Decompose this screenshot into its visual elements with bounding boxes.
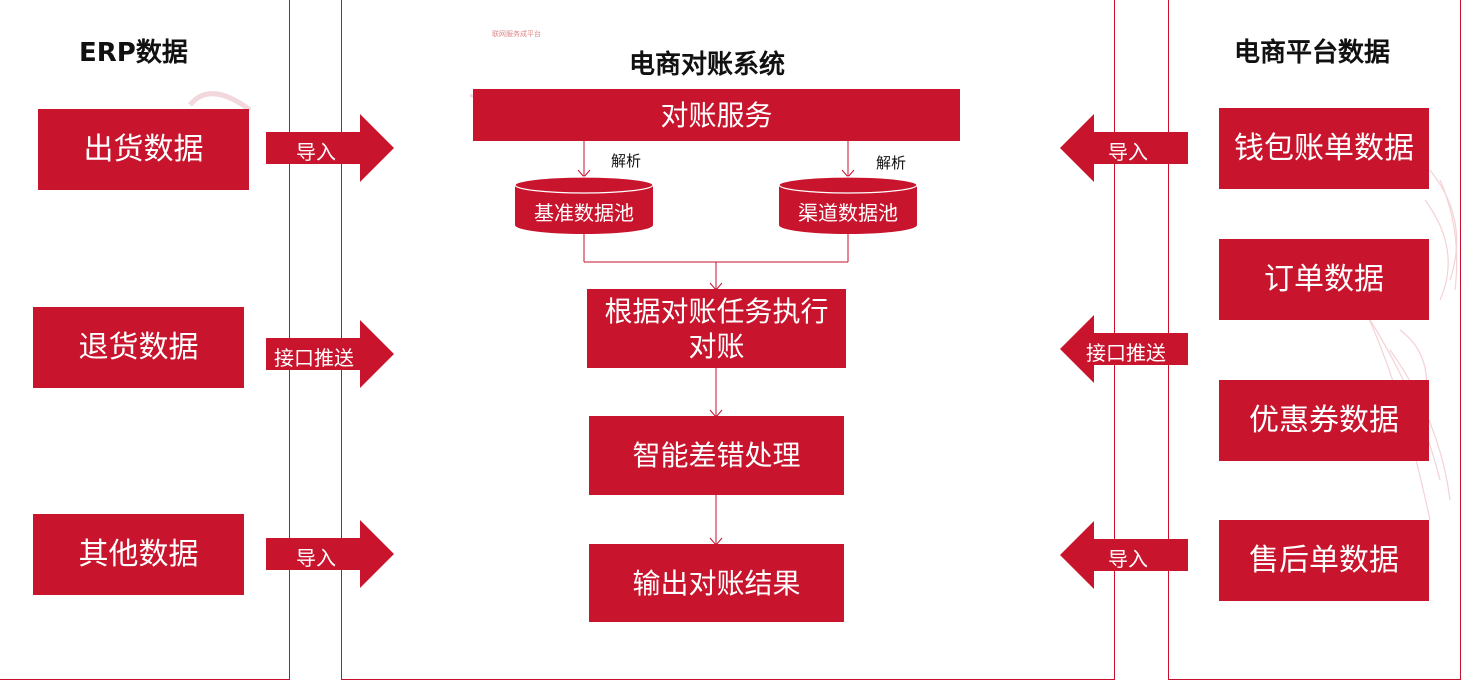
benchmark-data-pool: 基准数据池 <box>514 176 654 236</box>
platform-arrow-label: 导入 <box>1108 547 1148 571</box>
erp-arrow-import-1: 导入 <box>266 114 394 182</box>
faint-caption: 联网服务成平台 <box>492 30 541 38</box>
channel-data-pool: 渠道数据池 <box>778 176 918 236</box>
platform-item-aftersale: 售后单数据 <box>1219 520 1429 601</box>
output-result-box: 输出对账结果 <box>589 544 844 622</box>
execute-reconcile-box: 根据对账任务执行对账 <box>587 289 846 368</box>
parse-label-right: 解析 <box>876 154 907 172</box>
system-title: 电商对账系统 <box>629 50 786 80</box>
erp-arrow-label: 导入 <box>296 546 336 570</box>
erp-arrow-label: 接口推送 <box>274 346 354 370</box>
parse-label-left: 解析 <box>611 152 642 170</box>
erp-item-return: 退货数据 <box>33 307 244 388</box>
database-icon <box>778 176 918 234</box>
pool-label: 基准数据池 <box>534 201 634 225</box>
erp-arrow-import-2: 导入 <box>266 520 394 588</box>
platform-arrow-label: 导入 <box>1108 140 1148 164</box>
platform-arrow-import-2: 导入 <box>1060 521 1188 589</box>
platform-item-order: 订单数据 <box>1219 239 1429 320</box>
platform-item-wallet: 钱包账单数据 <box>1219 108 1429 189</box>
erp-item-shipment: 出货数据 <box>38 109 249 190</box>
platform-item-coupon: 优惠券数据 <box>1219 380 1429 461</box>
platform-title: 电商平台数据 <box>1234 38 1391 68</box>
erp-arrow-label: 导入 <box>296 140 336 164</box>
erp-arrow-push: 接口推送 <box>266 320 394 388</box>
erp-title: ERP数据 <box>79 38 188 68</box>
platform-arrow-label: 接口推送 <box>1086 341 1166 365</box>
platform-arrow-push: 接口推送 <box>1060 315 1188 383</box>
reconcile-service-bar: 对账服务 <box>473 89 960 141</box>
platform-arrow-import-1: 导入 <box>1060 114 1188 182</box>
erp-item-other: 其他数据 <box>33 514 244 595</box>
smart-error-handling-box: 智能差错处理 <box>589 416 844 495</box>
pool-label: 渠道数据池 <box>798 201 898 225</box>
database-icon <box>514 176 654 234</box>
